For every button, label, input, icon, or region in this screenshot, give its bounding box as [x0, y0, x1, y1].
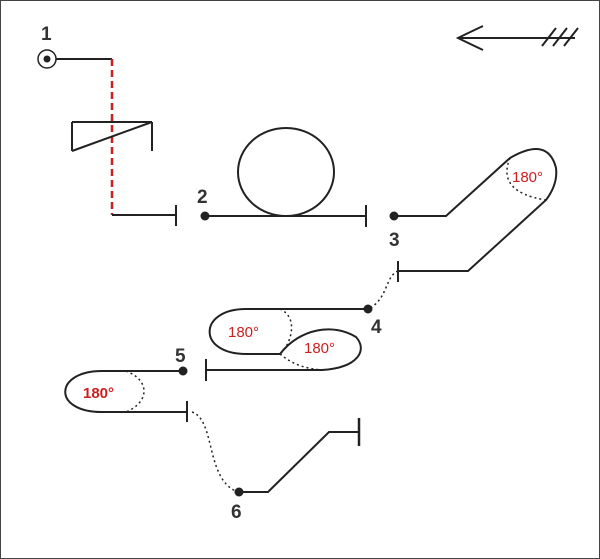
figure5-dotted-turn: [125, 370, 145, 413]
start-target-icon: [37, 49, 57, 69]
point-2-label: 2: [197, 187, 208, 208]
turn-label-4b: 180°: [304, 340, 335, 357]
connector-5-6: [191, 411, 239, 493]
turn-label-4a: 180°: [228, 324, 259, 341]
figure4-dotted-turn-b: [279, 353, 323, 371]
point-3-label: 3: [389, 230, 400, 251]
figure3-path: [394, 148, 558, 272]
point-6-label: 6: [231, 502, 242, 523]
figure5-path: [64, 370, 187, 413]
connector-3-4: [367, 270, 399, 310]
figure6-path: [239, 431, 359, 493]
loop-circle: [237, 127, 335, 217]
figure3-dotted-turn: [506, 157, 547, 201]
point-1-label: 1: [41, 24, 52, 45]
direction-arrow-icon: [455, 25, 579, 51]
figure4-path: [206, 308, 368, 371]
turn-label-5: 180°: [83, 385, 114, 402]
snap-roll-symbol: [71, 121, 153, 152]
point-5-label: 5: [175, 346, 186, 367]
point-4-label: 4: [371, 317, 382, 338]
turn-label-3: 180°: [512, 169, 543, 186]
figure4-dotted-turn-a: [279, 308, 293, 355]
